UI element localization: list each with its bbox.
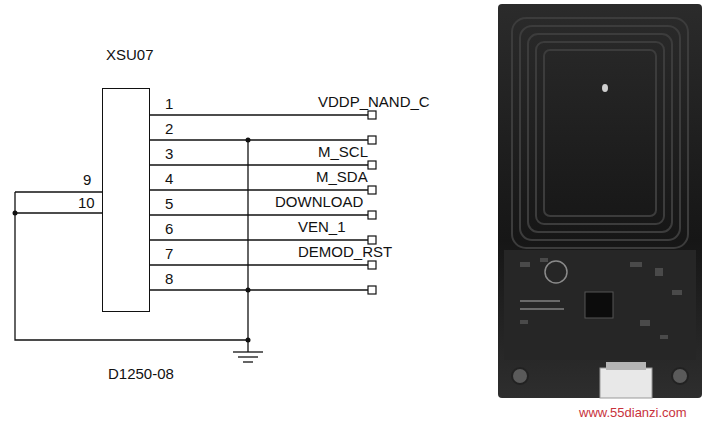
- terminal-square: [368, 111, 376, 119]
- signal-name: VEN_1: [298, 219, 346, 235]
- pin-number: 5: [165, 196, 173, 212]
- wire: [150, 139, 368, 140]
- pin-number: 6: [165, 221, 173, 237]
- terminal-square: [368, 236, 376, 244]
- module-photo: [498, 4, 702, 398]
- wire: [15, 191, 102, 192]
- pin-number: 2: [165, 121, 173, 137]
- terminal-square: [368, 136, 376, 144]
- signal-name: DEMOD_RST: [298, 244, 392, 260]
- wire: [150, 189, 368, 190]
- ground-symbol: [233, 352, 263, 362]
- terminal-square: [368, 261, 376, 269]
- terminal-square: [368, 161, 376, 169]
- connector-box: XSU07: [102, 88, 150, 312]
- pin-number: 8: [165, 271, 173, 287]
- wire: [150, 264, 368, 265]
- terminal-square: [368, 286, 376, 294]
- part-number: D1250-08: [108, 366, 174, 382]
- pin-number: 7: [165, 246, 173, 262]
- schematic-wires: [15, 115, 368, 352]
- pin-number: 1: [165, 96, 173, 112]
- watermark: www.55dianzi.com: [579, 405, 687, 421]
- pin-number: 10: [78, 195, 95, 211]
- terminal-square: [368, 211, 376, 219]
- wire: [247, 140, 248, 352]
- wire: [150, 214, 368, 215]
- terminals: [368, 111, 376, 294]
- pin-number: 9: [83, 172, 91, 188]
- wire: [150, 289, 368, 290]
- wire: [150, 164, 368, 165]
- wire: [150, 239, 368, 240]
- wire: [150, 114, 368, 115]
- signal-name: M_SDA: [316, 169, 368, 185]
- signal-name: M_SCL: [318, 144, 368, 160]
- pin-number: 4: [165, 171, 173, 187]
- connector-name: XSU07: [106, 47, 154, 63]
- signal-name: VDDP_NAND_C: [318, 94, 430, 110]
- pin-number: 3: [165, 146, 173, 162]
- terminal-square: [368, 186, 376, 194]
- signal-name: DOWNLOAD: [275, 194, 363, 210]
- wire: [15, 192, 248, 340]
- wire: [15, 212, 102, 213]
